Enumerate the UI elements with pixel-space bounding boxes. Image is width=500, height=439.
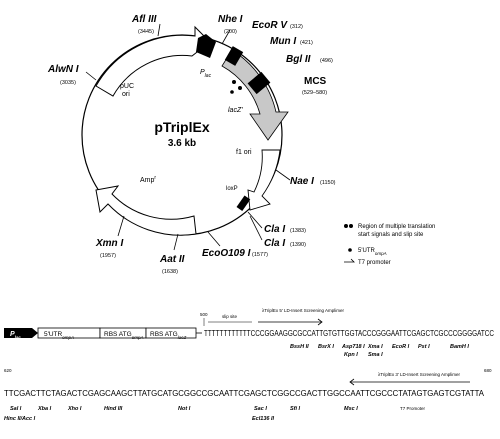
loxp-block [236,195,251,212]
utr-dot [230,90,234,94]
seq1-rbs2-label: RBS ATGlacZ [150,331,186,340]
site-ecorv-name: EcoR V [252,20,288,31]
site-afliii-pos: (3445) [138,29,154,35]
site-clai1-name: Cla I [264,224,285,235]
site-mcs-pos: (529–580) [302,90,327,96]
translation-dot [238,86,242,90]
site-clai2-name: Cla I [264,238,285,249]
site-bglii-name: Bgl II [286,54,311,65]
site-xmai-name: Xmn I [95,238,123,249]
seq1-slip-label: slip site [222,314,238,319]
enzyme-xmai: Xma I [367,344,383,350]
enzyme-psti: Pst I [418,344,430,350]
legend-t7-arrow-icon [344,258,355,263]
enzyme-eci136ii: EcI136 II [252,416,274,422]
legend-translation-text: Region of multiple translation start sig… [358,224,437,238]
enzyme-xbai: Xba I [37,406,52,412]
legend-diamond-icon [349,224,353,228]
amp-arrow [95,185,197,236]
site-naei-pos: (1150) [320,180,336,186]
seq1-primer-label: λTriplEx 5' LD-Insert Screening Amplimer [262,308,344,313]
site-clai1-pos: (1383) [290,228,306,234]
plac-arrow [196,34,216,58]
site-alwni-name: AlwN I [47,64,79,75]
seq1-num-left: 500 [200,312,208,317]
seq2-t7-label: T7 Promoter [400,406,426,411]
legend-dot-icon [348,248,352,252]
site-aatii-pos: (1638) [162,269,178,275]
site-xmai-pos: (1957) [100,253,116,259]
plac-label: Plac [200,69,212,79]
enzyme-bsshii: BssH II [290,344,309,350]
puc-ori-arrow [95,25,211,97]
site-bglii-pos: (496) [320,58,333,64]
enzyme-smai: Sma I [368,352,383,358]
mcs-block [247,71,271,95]
enzyme-kpni: Kpn I [344,352,358,358]
site-afliii-name: Afl III [131,14,157,25]
sequence-panel-2: 620 680 λTriplEx 3' LD-Insert Screening … [4,368,492,422]
legend-diamond-icon [344,224,348,228]
enzyme-hindiii: Hind III [104,406,123,412]
lacz-label: lacZ' [228,107,243,114]
enzyme-ecori: EcoR I [392,344,410,350]
utr-block [224,46,244,66]
site-alwni-pos: (3035) [60,80,76,86]
legend-utr-text: 5'UTRompA [358,248,387,256]
enzyme-xhoi: Xho I [67,406,82,412]
enzyme-bsrxi: BsrX I [318,344,334,350]
enzyme-sali: Sal I [10,406,22,412]
seq1-sequence: TTTTTTTTTTTTCCCGGAAGGCGCCATTGTGTTGGTACCC… [204,328,494,338]
site-muni-pos: (421) [300,40,313,46]
seq2-num-left: 620 [4,368,12,373]
legend: Region of multiple translation start sig… [344,224,437,266]
enzyme-saci: Sac I [254,406,267,412]
seq1-plac-label: Plac [10,331,21,340]
plac-box-arrow [4,328,38,338]
enzyme-asp718i: Asp718 I [341,344,365,350]
site-ecoo109i-name: EcoO109 I [202,248,251,259]
seq2-sequence: TTCGACTTCTAGACTCGAGCAAGCTTATGCATGCGGCCGC… [4,388,484,398]
enzyme-bamhi: BamH I [450,344,469,350]
seq1-rbs1-label: RBS ATGompA [104,331,143,340]
translation-dot [232,80,236,84]
site-ecoo109i-pos: (1577) [252,252,268,258]
legend-t7-text: T7 promoter [358,260,391,266]
site-aatii-name: Aat II [159,254,185,265]
f1-ori-arrow [247,149,281,211]
site-nhei-pos: (200) [224,29,237,35]
site-clai2-pos: (1390) [290,242,306,248]
enzyme-sfii: Sfi I [290,406,301,412]
seq2-num-right: 680 [484,368,492,373]
seq1-utr-label: 5'UTRompA [44,331,74,340]
sequence-panel-1: Plac 5'UTRompA RBS ATGompA RBS ATGlacZ 5… [4,308,494,358]
enzyme-noti: Not I [178,406,191,412]
enzyme-hincii-acci: Hinc II/Acc I [4,416,36,422]
amp-label: Ampr [140,175,156,184]
lacz-arrow [221,49,289,141]
site-naei-name: Nae I [290,176,314,187]
site-mcs-name: MCS [304,76,327,87]
enzyme-msci: Msc I [344,406,358,412]
site-nhei-name: Nhe I [218,14,243,25]
site-ecorv-pos: (312) [290,24,303,30]
f1-ori-label: f1 ori [236,149,252,156]
site-muni-name: Mun I [270,36,296,47]
plasmid-name: pTriplEx [154,119,209,135]
seq2-primer-label: λTriplEx 3' LD-Insert Screening Amplimer [378,372,460,377]
loxp-label: loxP [226,186,238,192]
plasmid-size: 3.6 kb [168,138,196,149]
